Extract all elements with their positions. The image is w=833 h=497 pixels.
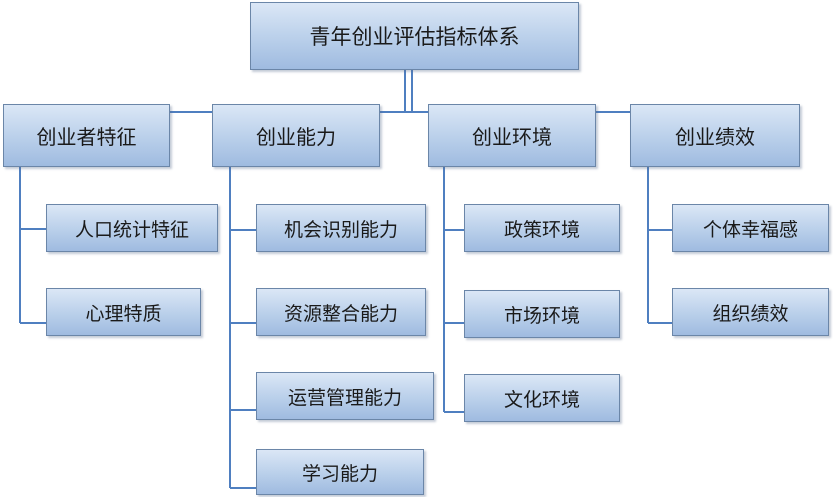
- category-label: 创业环境: [472, 125, 552, 149]
- root-node: 青年创业评估指标体系: [250, 2, 579, 70]
- leaf-node: 学习能力: [256, 449, 424, 495]
- leaf-node: 个体幸福感: [672, 204, 829, 252]
- root-label: 青年创业评估指标体系: [309, 25, 520, 49]
- leaf-label: 心理特质: [85, 302, 162, 325]
- leaf-label: 学习能力: [301, 462, 378, 485]
- leaf-label: 政策环境: [503, 218, 580, 241]
- category-node: 创业能力: [212, 104, 380, 167]
- leaf-node: 市场环境: [464, 290, 620, 338]
- category-label: 创业绩效: [675, 125, 755, 149]
- leaf-label: 市场环境: [503, 304, 580, 327]
- leaf-label: 机会识别能力: [283, 218, 398, 241]
- leaf-label: 资源整合能力: [283, 302, 398, 325]
- leaf-node: 组织绩效: [672, 288, 829, 336]
- leaf-node: 政策环境: [464, 204, 620, 252]
- category-label: 创业者特征: [36, 125, 137, 149]
- category-label: 创业能力: [256, 125, 336, 149]
- leaf-node: 心理特质: [46, 288, 201, 336]
- category-node: 创业环境: [428, 104, 596, 167]
- leaf-label: 组织绩效: [712, 302, 789, 325]
- leaf-label: 人口统计特征: [74, 218, 189, 241]
- category-node: 创业者特征: [3, 104, 170, 167]
- leaf-label: 个体幸福感: [702, 218, 798, 241]
- leaf-node: 机会识别能力: [256, 204, 426, 252]
- leaf-label: 运营管理能力: [287, 386, 402, 409]
- leaf-node: 运营管理能力: [256, 372, 434, 420]
- category-node: 创业绩效: [630, 104, 800, 167]
- leaf-node: 文化环境: [464, 374, 620, 422]
- leaf-node: 资源整合能力: [256, 288, 426, 336]
- leaf-label: 文化环境: [503, 388, 580, 411]
- leaf-node: 人口统计特征: [46, 204, 218, 252]
